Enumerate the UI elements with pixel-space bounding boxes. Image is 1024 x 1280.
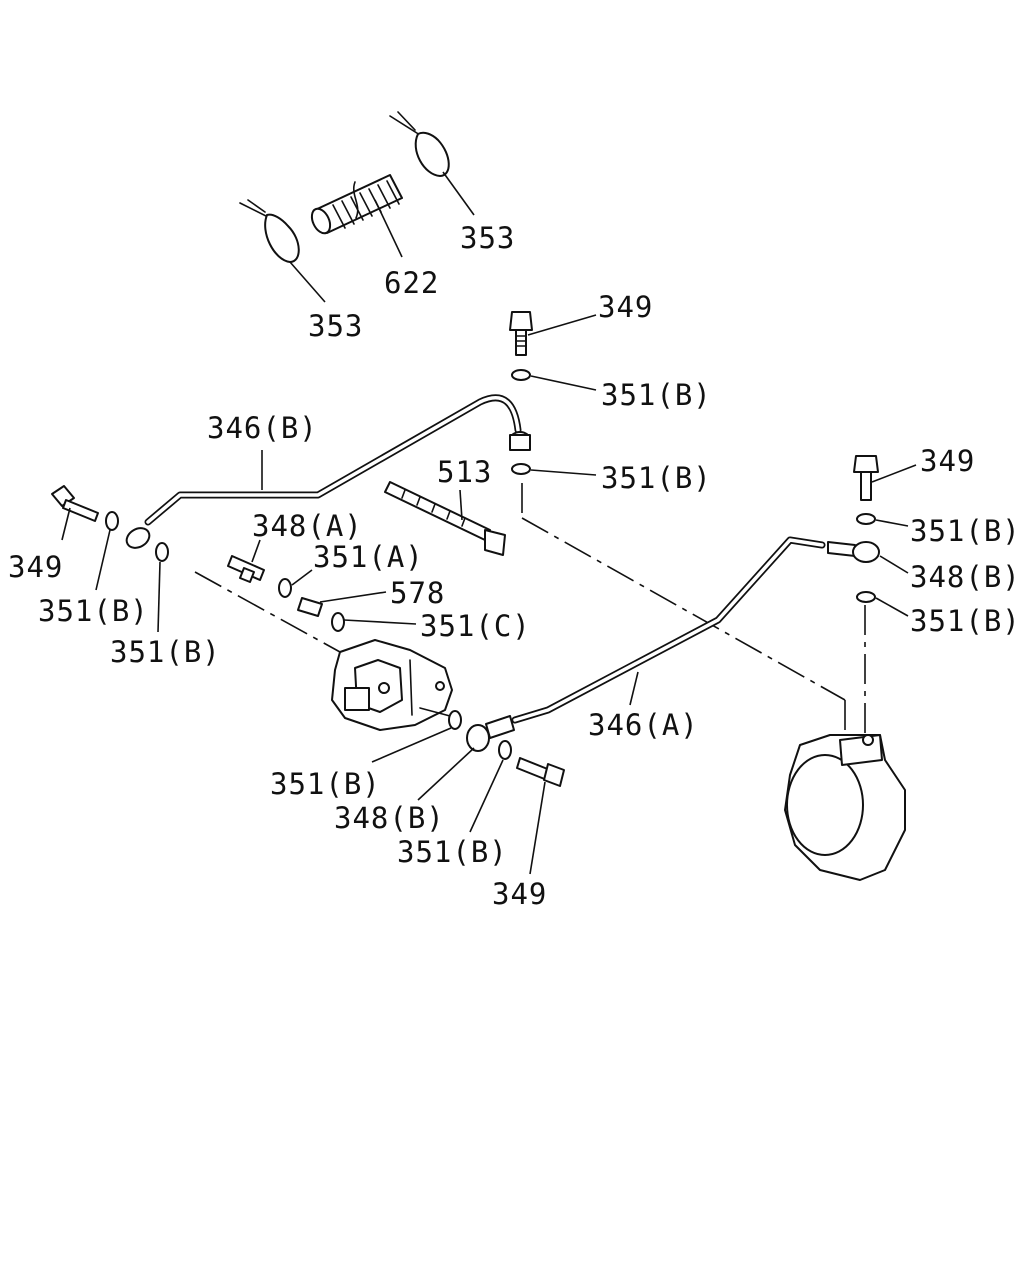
label-346b: 346(B) [207, 411, 318, 445]
label-346a: 346(A) [588, 708, 699, 742]
washer-icon [331, 612, 345, 632]
cable-tie-icon [239, 199, 300, 263]
label-351b: 351(B) [270, 767, 381, 801]
fitting-icon [227, 555, 265, 583]
bolt-icon [51, 485, 99, 522]
washer-icon [511, 369, 531, 381]
label-351b: 351(B) [110, 635, 221, 669]
centerline-diagonal [521, 517, 846, 701]
label-351c: 351(C) [420, 609, 531, 643]
cable-tie-icon [389, 111, 450, 177]
washer-icon [155, 542, 169, 562]
washer-icon [278, 578, 292, 598]
washer-icon [856, 591, 876, 603]
label-351b: 351(B) [38, 594, 149, 628]
label-349: 349 [492, 877, 547, 911]
label-578: 578 [390, 576, 445, 610]
label-351b: 351(B) [910, 604, 1021, 638]
washer-icon [498, 740, 512, 760]
label-513: 513 [437, 455, 492, 489]
washer-icon [856, 513, 876, 525]
label-351a: 351(A) [313, 540, 424, 574]
bolt-icon [853, 455, 879, 501]
band-clip-icon [384, 481, 506, 556]
bolt-icon [516, 757, 565, 787]
label-348b: 348(B) [910, 560, 1021, 594]
label-348a: 348(A) [252, 509, 363, 543]
washer-icon [448, 710, 462, 730]
label-349: 349 [8, 550, 63, 584]
label-353: 353 [308, 309, 363, 343]
tube-346a-icon [511, 536, 826, 724]
label-349: 349 [920, 444, 975, 478]
washer-icon [105, 511, 119, 531]
label-351b: 351(B) [601, 461, 712, 495]
bolt-icon [509, 311, 533, 356]
tube-346b-icon [125, 394, 531, 549]
label-622: 622 [384, 266, 439, 300]
label-351b: 351(B) [910, 514, 1021, 548]
fitting-icon [297, 597, 323, 617]
fitting-icon [827, 541, 880, 563]
label-348b: 348(B) [334, 801, 445, 835]
leader-lines [61, 171, 917, 875]
label-353: 353 [460, 221, 515, 255]
label-351b: 351(B) [601, 378, 712, 412]
corrugated-tube-icon [310, 174, 403, 235]
label-351b: 351(B) [397, 835, 508, 869]
centerline-pump [194, 571, 341, 653]
label-349: 349 [598, 290, 653, 324]
pump-body-icon [331, 639, 453, 731]
washer-icon [511, 463, 531, 475]
housing-icon [784, 734, 906, 881]
fitting-icon [466, 715, 515, 752]
